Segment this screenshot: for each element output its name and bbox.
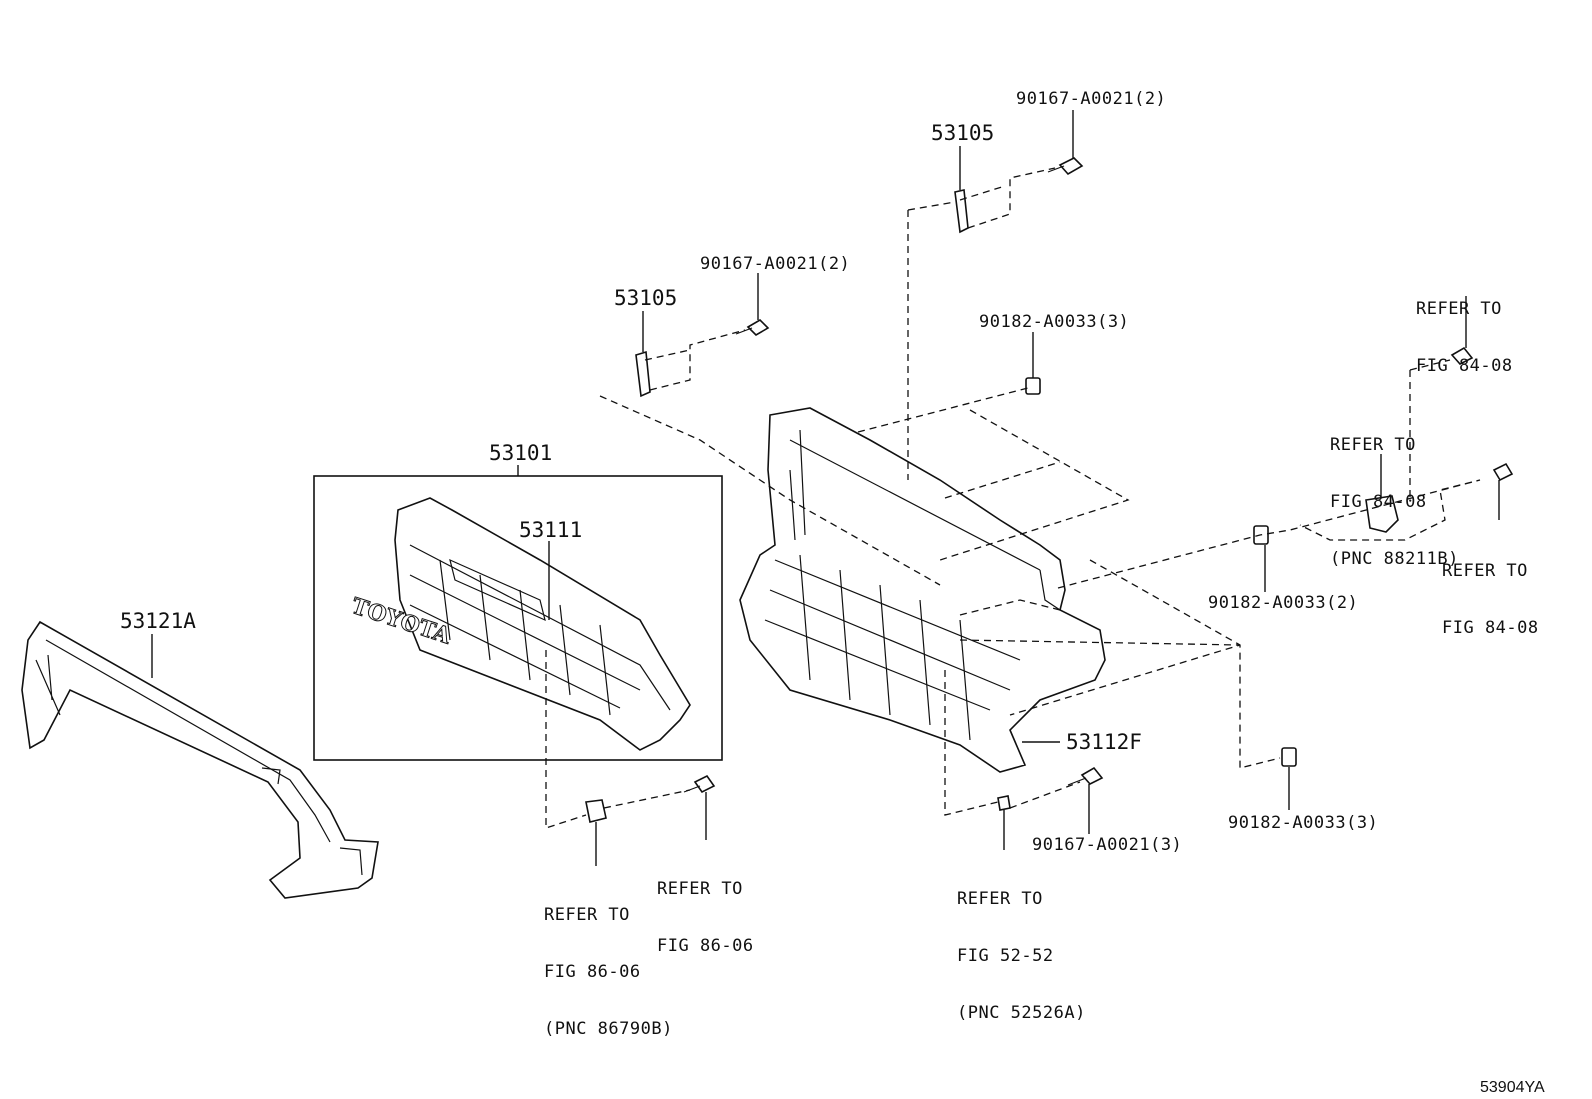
bolt-left-part bbox=[683, 774, 716, 794]
bolt-right-top-part bbox=[1450, 346, 1474, 365]
figure-code: 53904YA bbox=[1480, 1079, 1545, 1096]
ref-fig-84-08-right: REFER TO FIG 84-08 bbox=[1442, 524, 1539, 657]
callout-nut-mid: 90182-A0033(2) bbox=[1208, 593, 1359, 613]
callout-bolt-top: 90167-A0021(2) bbox=[1016, 89, 1167, 109]
ref-fig-86-06-bolt: REFER TO FIG 86-06 bbox=[657, 842, 754, 975]
ref-line: REFER TO bbox=[957, 889, 1043, 909]
callout-53105-upper: 53105 bbox=[931, 121, 995, 145]
callout-53112F: 53112F bbox=[1066, 730, 1142, 754]
ref-line: FIG 84-08 bbox=[1416, 356, 1513, 376]
clip-left-part bbox=[585, 799, 607, 823]
grille-part bbox=[394, 497, 691, 751]
callout-nut-bottom: 90182-A0033(3) bbox=[1228, 813, 1379, 833]
assembly-guide-lines bbox=[545, 167, 1481, 829]
ref-fig-86-06-clip: REFER TO FIG 86-06 (PNC 86790B) bbox=[544, 868, 673, 1058]
callout-nut-top: 90182-A0033(3) bbox=[979, 312, 1130, 332]
ref-line: FIG 84-08 bbox=[1442, 618, 1539, 638]
bolt-bottom-part bbox=[1067, 766, 1104, 786]
ref-line: (PNC 52526A) bbox=[957, 1003, 1086, 1023]
nut-bottom-part bbox=[1281, 747, 1297, 767]
clip-bottom-part bbox=[997, 795, 1011, 811]
ref-fig-84-08-top: REFER TO FIG 84-08 bbox=[1416, 262, 1513, 395]
ref-line: FIG 86-06 bbox=[657, 936, 754, 956]
callout-53111: 53111 bbox=[519, 518, 583, 542]
callout-53105-lower: 53105 bbox=[614, 286, 678, 310]
ref-fig-52-52: REFER TO FIG 52-52 (PNC 52526A) bbox=[957, 852, 1086, 1042]
ref-line: FIG 84-08 bbox=[1330, 492, 1427, 512]
ref-line: REFER TO bbox=[1416, 299, 1502, 319]
bolt-mid-part bbox=[735, 318, 770, 337]
callout-53121A: 53121A bbox=[120, 609, 196, 633]
bolt-top-part bbox=[1047, 157, 1084, 176]
ref-line: (PNC 86790B) bbox=[544, 1019, 673, 1039]
sensor-bracket-part bbox=[1365, 495, 1399, 533]
grille-mounting-bracket-part bbox=[739, 407, 1106, 773]
bracket-lower-part bbox=[635, 350, 651, 398]
ref-line: FIG 52-52 bbox=[957, 946, 1054, 966]
bolt-right-part bbox=[1492, 462, 1514, 482]
callout-bolt-mid: 90167-A0021(2) bbox=[700, 254, 851, 274]
ref-line: REFER TO bbox=[657, 879, 743, 899]
ref-line: REFER TO bbox=[1442, 561, 1528, 581]
callout-bolt-bottom: 90167-A0021(3) bbox=[1032, 835, 1183, 855]
callout-53101: 53101 bbox=[489, 441, 553, 465]
ref-line: (PNC 88211B) bbox=[1330, 549, 1459, 569]
ref-fig-84-08-pnc: REFER TO FIG 84-08 (PNC 88211B) bbox=[1330, 398, 1459, 588]
bracket-upper-part bbox=[954, 189, 969, 234]
ref-line: REFER TO bbox=[1330, 435, 1416, 455]
bumper-molding-part bbox=[21, 620, 379, 899]
ref-line: FIG 86-06 bbox=[544, 962, 641, 982]
ref-line: REFER TO bbox=[544, 905, 630, 925]
nut-top-part bbox=[1025, 377, 1041, 395]
